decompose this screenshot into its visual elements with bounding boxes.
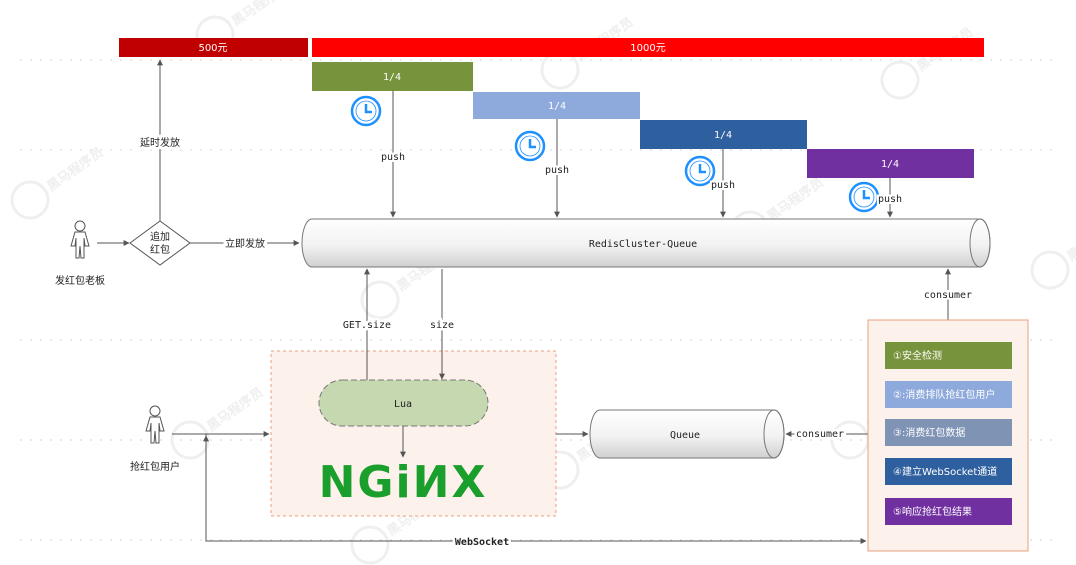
step-3-label: ③:消费红包数据 — [893, 426, 965, 439]
decision-line-1: 追加 — [150, 230, 170, 243]
websocket-label: WebSocket — [455, 537, 509, 548]
step-4-label: ④建立WebSocket通道 — [893, 465, 997, 478]
append-decision — [129, 220, 191, 266]
budget-1000-bar — [312, 38, 984, 57]
slice-2-label: 1/4 — [548, 101, 566, 112]
budget-500-label: 500元 — [198, 43, 227, 54]
step-1: ①安全检测 — [885, 342, 1012, 369]
clock-icon — [848, 181, 880, 213]
step-2-label: ②:消费排队抢红包用户 — [893, 388, 995, 401]
size-label: size — [430, 320, 454, 331]
push-label-2: push — [545, 165, 569, 176]
redis-cluster-queue: RedisCluster-Queue — [301, 218, 991, 268]
sender-name: 发红包老板 — [55, 274, 105, 287]
local-queue: Queue — [589, 409, 785, 459]
step-4: ④建立WebSocket通道 — [885, 458, 1012, 485]
person-icon — [70, 220, 90, 259]
local-queue-label: Queue — [670, 430, 700, 441]
nginx-zone — [270, 350, 557, 517]
slice-4-label: 1/4 — [881, 159, 899, 170]
decision-line-2: 红包 — [150, 243, 170, 256]
clock-icon — [514, 130, 546, 162]
slice-3: 1/4 — [640, 120, 807, 149]
step-3: ③:消费红包数据 — [885, 419, 1012, 446]
slice-1-label: 1/4 — [383, 72, 401, 83]
slice-3-bar — [640, 120, 807, 149]
svg-text:黑马程序员: 黑马程序员 — [204, 384, 266, 434]
push-label-3: push — [711, 180, 735, 191]
local-consumer-label: consumer — [796, 429, 844, 440]
step-2: ②:消费排队抢红包用户 — [885, 381, 1012, 408]
step-5: ⑤响应抢红包结果 — [885, 498, 1012, 525]
slice-3-label: 1/4 — [714, 130, 732, 141]
slice-1-bar — [312, 62, 473, 91]
slice-2: 1/4 — [473, 92, 640, 119]
lua-label: Lua — [394, 399, 412, 410]
push-label-1: push — [381, 152, 405, 163]
slice-4: 1/4 — [807, 149, 974, 178]
immediate-release-label: 立即发放 — [225, 237, 265, 250]
svg-text:黑马程序员: 黑马程序员 — [44, 144, 106, 194]
slice-2-bar — [473, 92, 640, 119]
redis-consumer-label: consumer — [924, 290, 972, 301]
budget-1000-label: 1000元 — [630, 43, 665, 54]
person-icon — [145, 405, 165, 444]
slice-1: 1/4 — [312, 62, 473, 91]
svg-text:黑马程序员: 黑马程序员 — [229, 0, 291, 30]
svg-text:黑马程序员: 黑马程序员 — [1064, 214, 1076, 264]
delayed-release-label: 延时发放 — [140, 136, 180, 149]
slice-4-bar — [807, 149, 974, 178]
nginx-logo: NGiИX — [319, 457, 488, 508]
step-1-label: ①安全检测 — [893, 349, 942, 362]
step-5-label: ⑤响应抢红包结果 — [893, 505, 972, 518]
clock-icon — [350, 95, 382, 127]
redis-queue-label: RedisCluster-Queue — [589, 239, 697, 250]
clock-icon — [684, 155, 716, 187]
budget-500-bar — [119, 38, 308, 57]
get-size-label: GET.size — [343, 320, 391, 331]
receiver-name: 抢红包用户 — [130, 460, 180, 473]
push-label-4: push — [878, 194, 902, 205]
svg-text:黑马程序员: 黑马程序员 — [764, 174, 826, 224]
